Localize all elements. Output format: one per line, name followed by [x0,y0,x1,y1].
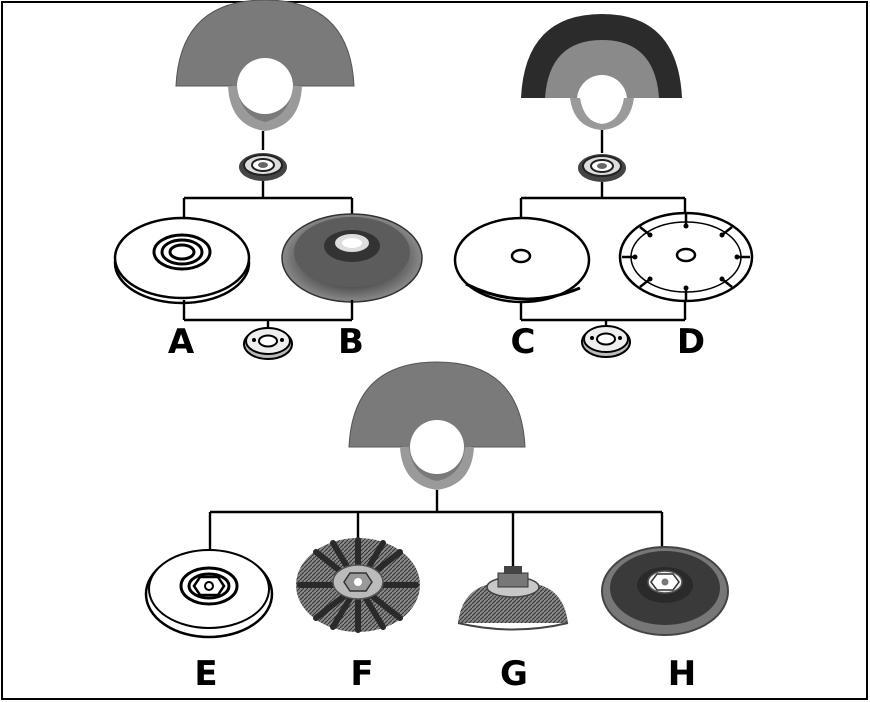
label-b: B [338,322,364,362]
backing-pad-icon [144,549,274,639]
flap-disc-icon [281,213,423,303]
label-e: E [194,654,218,694]
flange-nut-icon [578,154,626,182]
group-c-d [453,14,754,358]
group-e-h [144,361,729,639]
diamond-blade-icon [618,211,754,303]
flange-nut-icon [581,325,631,358]
label-g: G [500,654,528,694]
backing-pad-icon [601,546,729,636]
wheel-guard-icon [348,361,526,490]
wire-wheel-brush-icon [296,537,420,633]
wheel-guard-icon [175,0,355,131]
flange-nut-icon [239,153,287,181]
group-a-b [113,0,423,360]
flange-nut-icon [243,327,293,360]
label-h: H [667,654,697,694]
wheel-guard-cutting-icon [521,14,682,130]
label-c: C [510,322,536,362]
label-a: A [167,322,195,362]
label-d: D [676,322,706,362]
label-f: F [350,654,374,694]
grinding-disc-icon [113,216,251,305]
wire-cup-brush-icon [457,566,569,631]
cutting-disc-icon [453,216,591,304]
